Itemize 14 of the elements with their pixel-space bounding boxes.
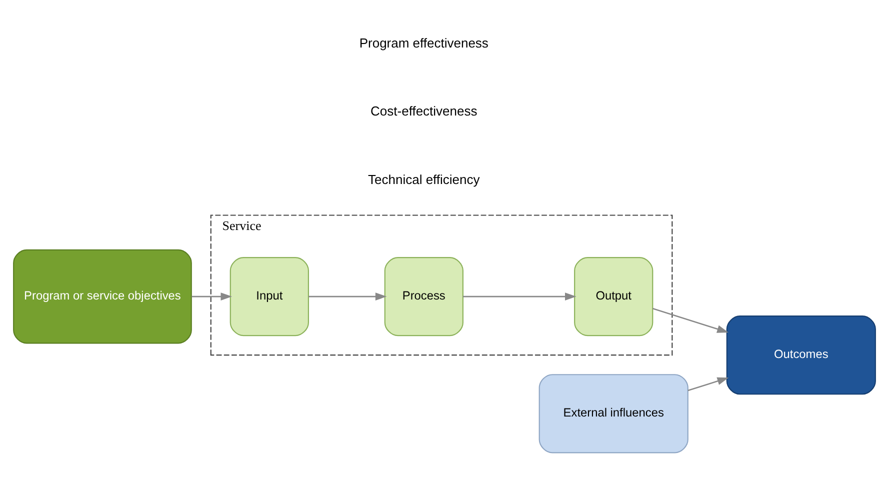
arrow <box>308 292 386 300</box>
node-box: Outcomes <box>726 315 876 394</box>
label: Technical efficiency <box>368 171 480 186</box>
label: Cost-effectiveness <box>370 103 477 118</box>
label: Program effectiveness <box>358 34 488 50</box>
arrow <box>191 292 232 300</box>
node-box: Process <box>384 256 463 336</box>
arrow <box>652 307 728 332</box>
arrow <box>687 376 728 391</box>
node-box: Program or service objectives <box>12 248 192 344</box>
node-box: Output <box>574 256 653 336</box>
node-box: External influences <box>538 374 688 453</box>
arrow <box>462 292 576 300</box>
node-box: Input <box>229 256 308 336</box>
